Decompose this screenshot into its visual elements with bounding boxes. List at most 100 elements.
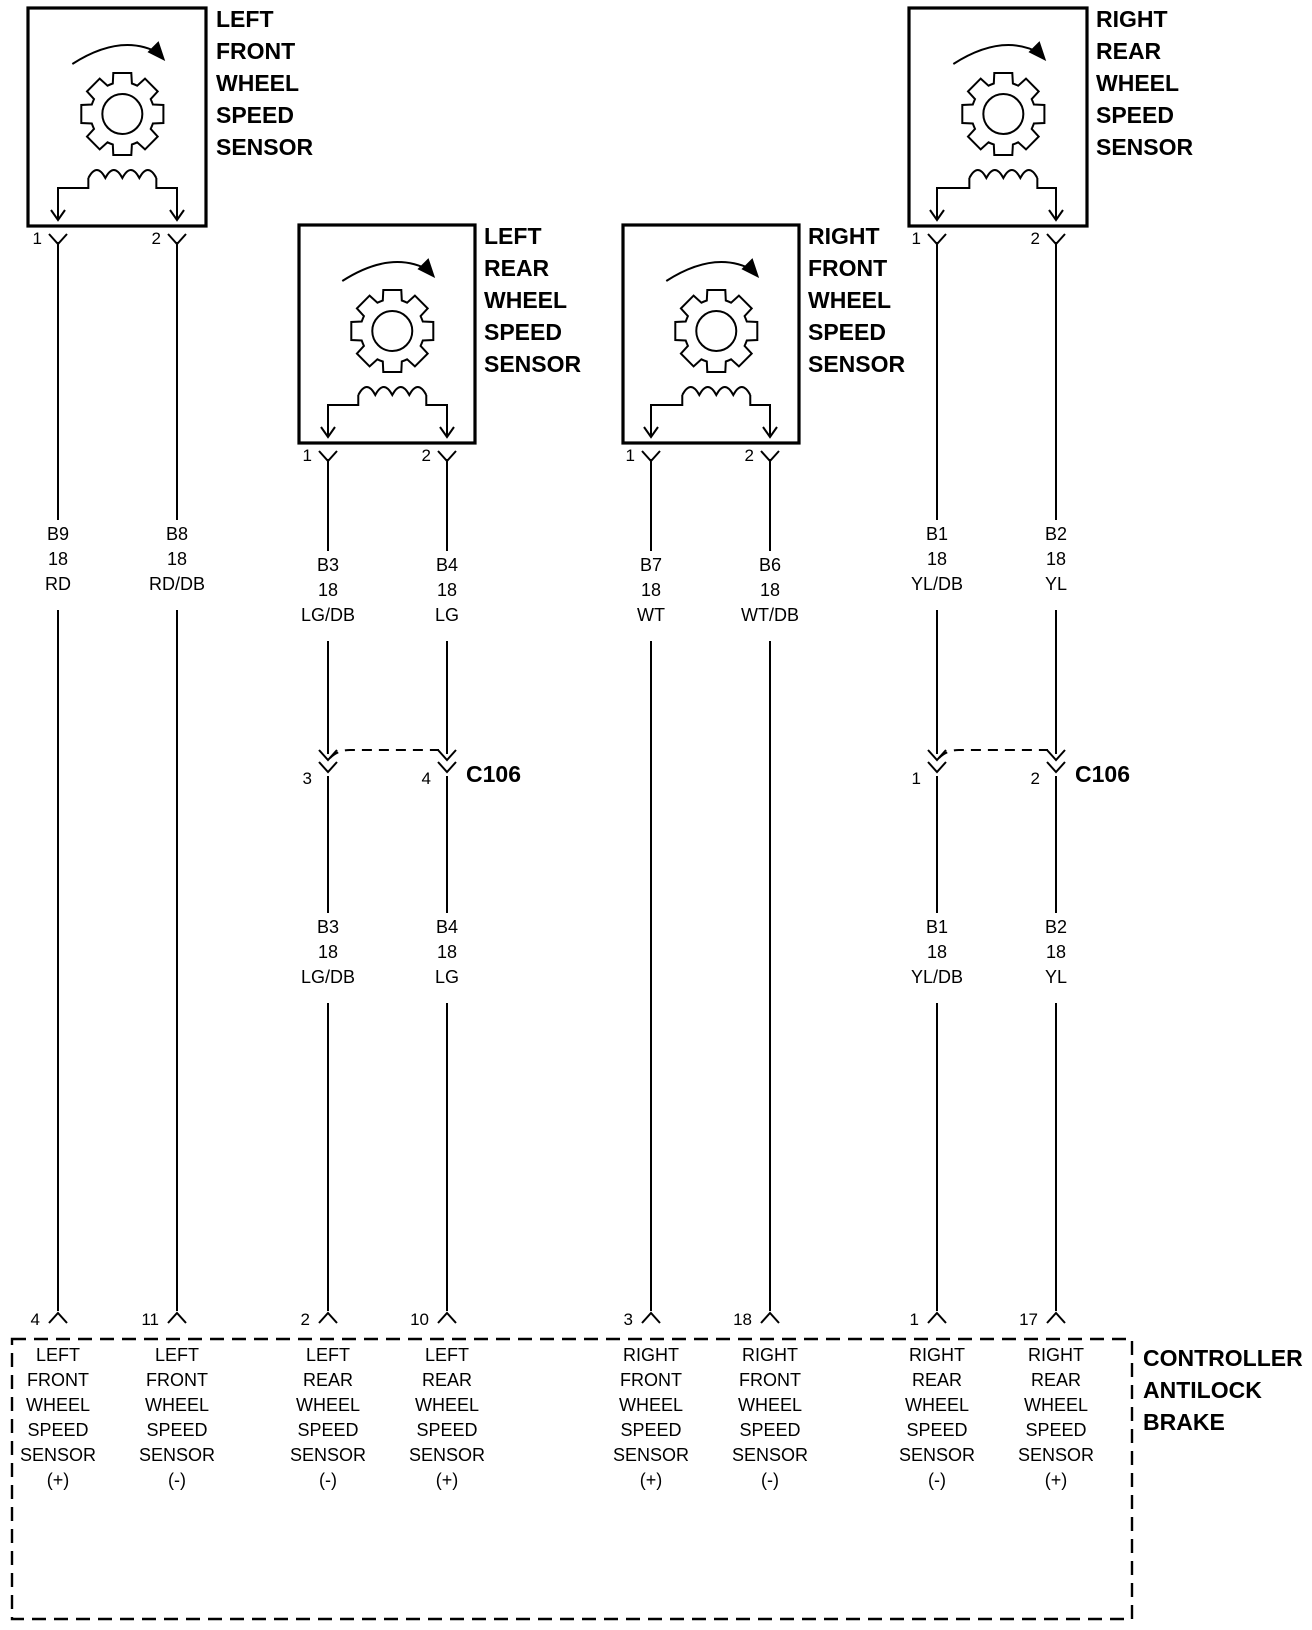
wire-label: YL <box>1045 574 1067 594</box>
wire-label: 18 <box>318 580 338 600</box>
sensor-title: WHEEL <box>484 287 567 313</box>
controller-input-label: LEFT <box>306 1345 350 1365</box>
wire-label: LG/DB <box>301 605 355 625</box>
coil-icon <box>968 169 1039 181</box>
wire-label: B1 <box>926 524 948 544</box>
controller-input-label: RIGHT <box>1028 1345 1084 1365</box>
connector-c106_left: C106 <box>329 749 521 787</box>
wire-label: 18 <box>927 549 947 569</box>
controller-pin-number: 11 <box>141 1310 159 1329</box>
wire-label: B3 <box>317 555 339 575</box>
controller-input-label: (-) <box>928 1470 946 1490</box>
controller-pin-icon <box>48 1311 68 1324</box>
rotation-arrow-icon <box>952 41 1047 65</box>
sensor-box <box>621 223 801 445</box>
sensor-title: WHEEL <box>216 70 299 96</box>
wire-label: B1 <box>926 917 948 937</box>
wire-label: YL/DB <box>911 574 963 594</box>
controller-pin-number: 3 <box>624 1310 633 1329</box>
connector-name: C106 <box>466 761 521 787</box>
sensor-box <box>297 223 477 445</box>
gear-icon <box>961 72 1046 156</box>
sensor-pin-number: 1 <box>303 446 312 465</box>
controller-input-label: (-) <box>761 1470 779 1490</box>
connector-link <box>329 749 439 759</box>
controller-input-label: SENSOR <box>409 1445 485 1465</box>
wire-label: 18 <box>437 942 457 962</box>
controller-input-label: (-) <box>319 1470 337 1490</box>
controller-input-label: (+) <box>640 1470 663 1490</box>
controller-input-label: SENSOR <box>613 1445 689 1465</box>
sensor-title: WHEEL <box>1096 70 1179 96</box>
controller-input-label: REAR <box>912 1370 962 1390</box>
controller-input-label: SENSOR <box>139 1445 215 1465</box>
controller-input-label: WHEEL <box>738 1395 802 1415</box>
connector-c106_right: C106 <box>938 749 1130 787</box>
wire-w4: B418LGB418LG410LEFTREARWHEELSPEEDSENSOR(… <box>409 459 485 1490</box>
sensor-pin-number: 2 <box>422 446 431 465</box>
controller-input-label: REAR <box>1031 1370 1081 1390</box>
connector-pin-icon <box>927 749 947 762</box>
controller-input-label: LEFT <box>155 1345 199 1365</box>
sensor-box <box>907 6 1089 228</box>
controller-input-label: SPEED <box>1025 1420 1086 1440</box>
connector-pin-icon <box>437 749 457 762</box>
connector-name: C106 <box>1075 761 1130 787</box>
connector-pin-icon <box>1046 749 1066 762</box>
controller-input-label: RIGHT <box>742 1345 798 1365</box>
wire-label: YL/DB <box>911 967 963 987</box>
sensor-title: SPEED <box>484 319 562 345</box>
wire-label: 18 <box>927 942 947 962</box>
coil-icon <box>87 169 158 181</box>
connector-pin-icon <box>318 761 338 774</box>
controller-input-label: (+) <box>436 1470 459 1490</box>
sensor-title: SPEED <box>1096 102 1174 128</box>
connector-pin-icon <box>927 761 947 774</box>
controller-input-label: SENSOR <box>732 1445 808 1465</box>
sensor-title: SENSOR <box>1096 134 1194 160</box>
controller-input-label: SPEED <box>906 1420 967 1440</box>
wire-label: 18 <box>760 580 780 600</box>
sensor-title: SENSOR <box>484 351 582 377</box>
controller-input-label: FRONT <box>27 1370 89 1390</box>
controller-input-label: WHEEL <box>145 1395 209 1415</box>
sensor-title: LEFT <box>484 223 542 249</box>
controller-input-label: WHEEL <box>296 1395 360 1415</box>
controller-title: CONTROLLER <box>1143 1345 1303 1371</box>
controller-pin-number: 1 <box>910 1310 919 1329</box>
controller-pin-icon <box>760 1311 780 1324</box>
controller-input-label: SPEED <box>27 1420 88 1440</box>
sensor-pin-number: 1 <box>912 229 921 248</box>
wire-label: B7 <box>640 555 662 575</box>
sensor-title: SENSOR <box>216 134 314 160</box>
controller-input-label: WHEEL <box>905 1395 969 1415</box>
rotation-arrow-icon <box>665 258 760 282</box>
wire-label: 18 <box>48 549 68 569</box>
c106-pin-number: 3 <box>303 769 312 788</box>
controller-title: BRAKE <box>1143 1409 1225 1435</box>
controller-pin-icon <box>318 1311 338 1324</box>
controller-input-label: SPEED <box>416 1420 477 1440</box>
sensor-title: SPEED <box>216 102 294 128</box>
connector-link <box>938 749 1048 759</box>
controller-pin-icon <box>927 1311 947 1324</box>
wire-label: LG <box>435 967 459 987</box>
controller-input-label: (-) <box>168 1470 186 1490</box>
controller-pin-number: 18 <box>733 1310 752 1329</box>
controller-input-label: SPEED <box>739 1420 800 1440</box>
controller-pin-number: 17 <box>1019 1310 1038 1329</box>
wire-w8: B218YLB218YL217RIGHTREARWHEELSPEEDSENSOR… <box>1018 242 1094 1490</box>
wire-label: 18 <box>167 549 187 569</box>
sensor-title: RIGHT <box>1096 6 1168 32</box>
controller-input-label: FRONT <box>620 1370 682 1390</box>
controller-pin-icon <box>1046 1311 1066 1324</box>
gear-icon <box>80 72 165 156</box>
sensor-title: SENSOR <box>808 351 906 377</box>
wire-label: B3 <box>317 917 339 937</box>
